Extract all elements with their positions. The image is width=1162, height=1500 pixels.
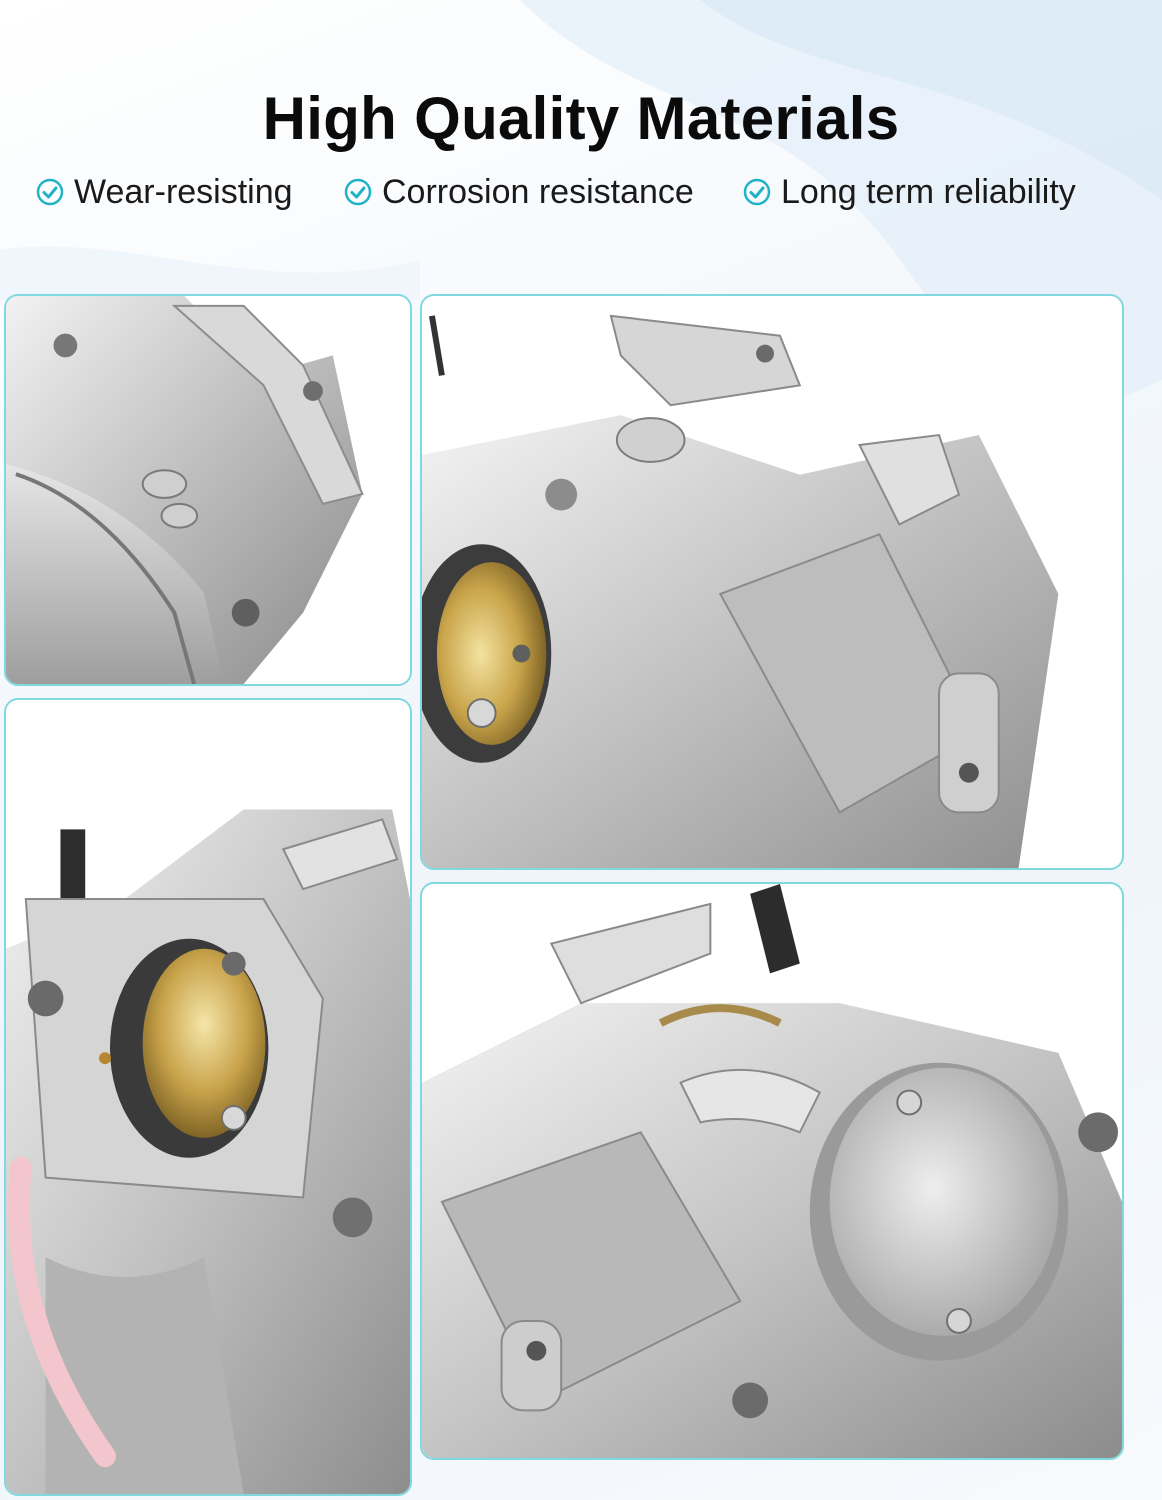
carburetor-throttle-illustration <box>6 700 410 1494</box>
carburetor-linkage-illustration <box>422 296 1122 868</box>
feature-item-long-term-reliability: Long term reliability <box>743 170 1076 214</box>
feature-list: Wear-resisting Corrosion resistance Long… <box>0 170 1162 214</box>
feature-label: Long term reliability <box>781 172 1076 211</box>
product-photo-choke-plate <box>420 882 1124 1460</box>
product-photo-bracket <box>4 294 412 686</box>
check-circle-icon <box>344 178 372 206</box>
carburetor-choke-illustration <box>422 884 1122 1458</box>
feature-label: Wear-resisting <box>74 172 293 211</box>
page-title: High Quality Materials <box>262 85 900 152</box>
product-photo-linkage <box>420 294 1124 870</box>
carburetor-bracket-illustration <box>6 296 410 684</box>
check-circle-icon <box>36 178 64 206</box>
product-photo-throttle-bore <box>4 698 412 1496</box>
check-circle-icon <box>743 178 771 206</box>
feature-label: Corrosion resistance <box>382 172 694 211</box>
feature-item-corrosion-resistance: Corrosion resistance <box>344 170 694 214</box>
feature-item-wear-resisting: Wear-resisting <box>36 170 293 214</box>
